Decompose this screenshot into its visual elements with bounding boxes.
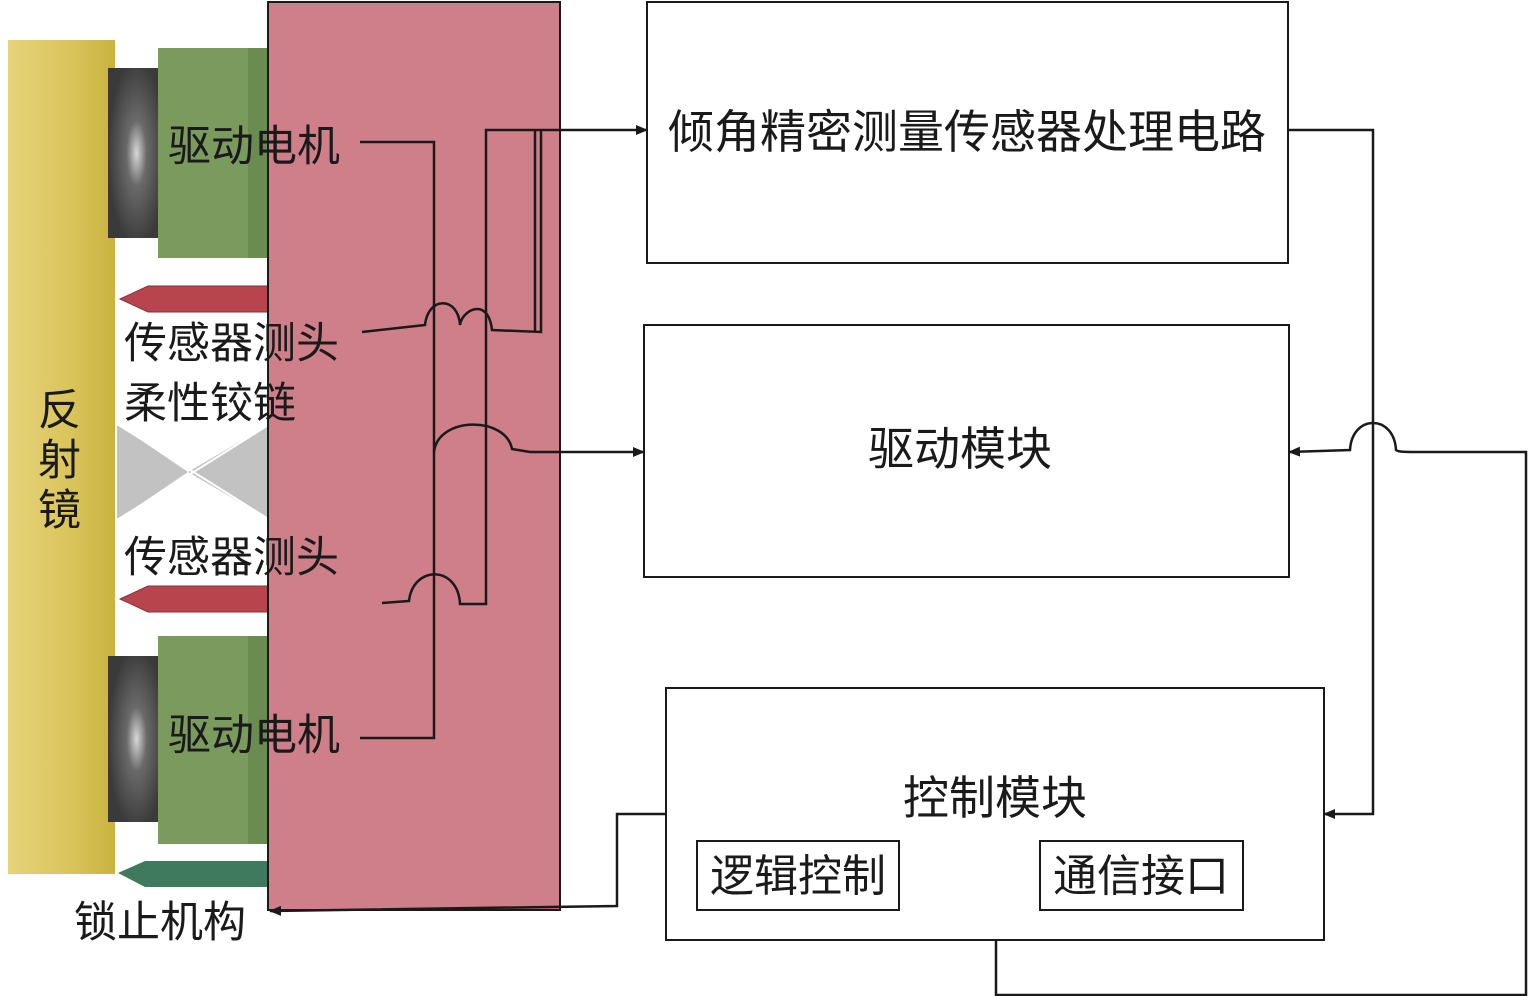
logic-control-box bbox=[696, 840, 900, 911]
lock-label: 锁止机构 bbox=[74, 898, 246, 948]
drive-module-title: 驱动模块 bbox=[868, 422, 1052, 476]
base-plate bbox=[267, 1, 561, 911]
sensor-circuit-title: 倾角精密测量传感器处理电路 bbox=[668, 105, 1266, 159]
mirror-label-1: 反 bbox=[38, 386, 81, 436]
lock-mechanism bbox=[118, 861, 270, 887]
drive-motor-bottom bbox=[108, 636, 270, 844]
sensor-probe-top bbox=[118, 285, 271, 313]
sensor-top-label: 传感器测头 bbox=[124, 319, 339, 369]
wire-control-to-lock bbox=[269, 812, 666, 916]
sensor-probe-bottom bbox=[118, 585, 271, 613]
logic-control-label: 逻辑控制 bbox=[710, 851, 886, 902]
wire-sensor-to-control bbox=[1288, 128, 1375, 819]
mirror: 反 射 镜 bbox=[8, 40, 115, 874]
drive-module: 驱动模块 bbox=[643, 324, 1290, 578]
comm-interface-label: 通信接口 bbox=[1053, 851, 1229, 902]
wire-drive-to-motors bbox=[432, 423, 645, 457]
wiring bbox=[269, 125, 1528, 996]
control-module: 控制模块 逻辑控制 通信接口 bbox=[665, 687, 1325, 941]
wire-control-to-drive bbox=[994, 421, 1528, 996]
wire-sensor-bottom bbox=[381, 125, 648, 606]
motor-top-label: 驱动电机 bbox=[168, 122, 340, 172]
sensor-bottom-label: 传感器测头 bbox=[124, 533, 339, 583]
mirror-label-3: 镜 bbox=[38, 486, 81, 536]
motor-bottom-label: 驱动电机 bbox=[168, 711, 340, 761]
wire-motor-top bbox=[360, 140, 436, 740]
drive-motor-top bbox=[108, 48, 270, 258]
sensor-circuit-module: 倾角精密测量传感器处理电路 bbox=[646, 1, 1289, 264]
comm-interface-box bbox=[1039, 840, 1244, 911]
mirror-label-2: 射 bbox=[38, 436, 81, 486]
control-module-title: 控制模块 bbox=[903, 771, 1087, 825]
hinge-label: 柔性铰链 bbox=[124, 379, 296, 429]
wire-sensor-top bbox=[361, 130, 543, 334]
